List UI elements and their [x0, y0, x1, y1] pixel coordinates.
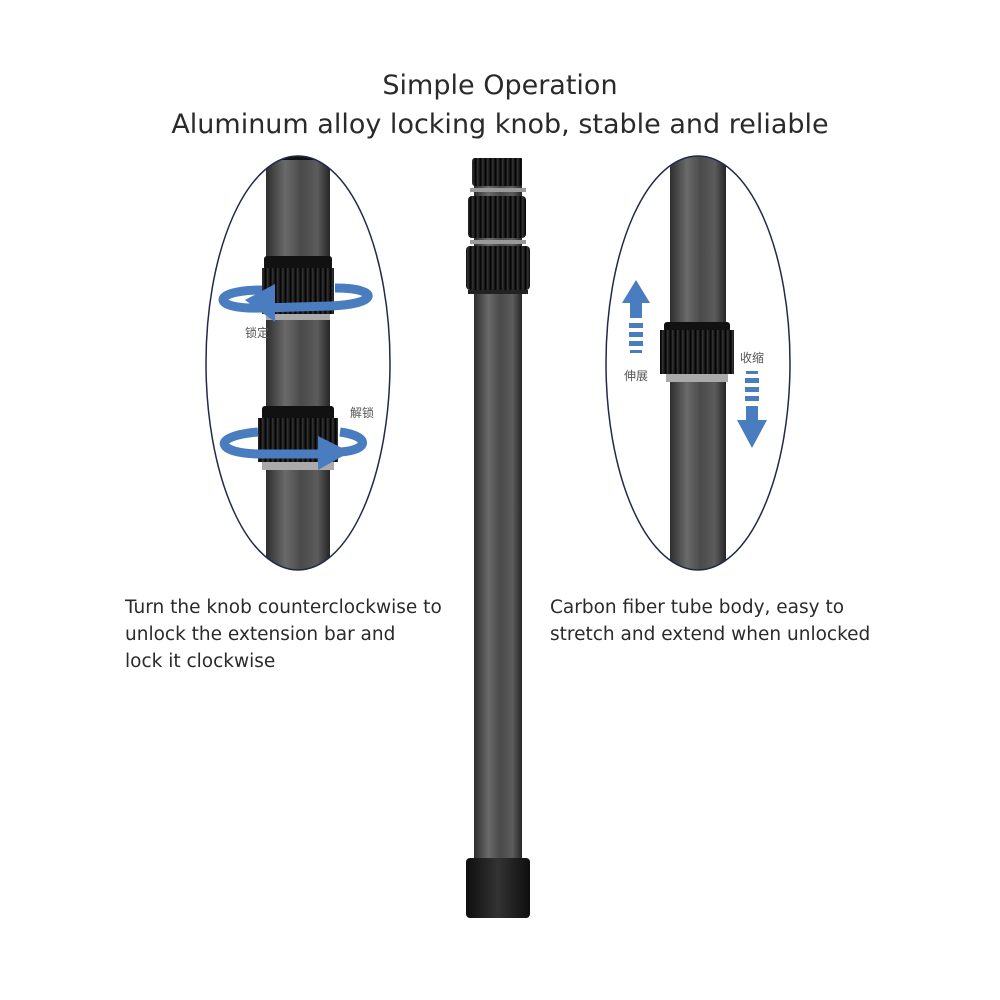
extend-label: 伸展 [624, 369, 648, 383]
retract-down-arrow-icon [737, 371, 767, 448]
extend-up-arrow-icon [622, 280, 650, 353]
left-caption: Turn the knob counterclockwise to unlock… [125, 594, 442, 675]
caption-line: Turn the knob counterclockwise to [125, 597, 442, 618]
center-pole [466, 158, 530, 918]
caption-line: stretch and extend when unlocked [550, 624, 871, 645]
caption-line: lock it clockwise [125, 651, 276, 672]
rotate-clockwise-arrow-icon [219, 427, 367, 470]
right-detail-oval: 伸展 收缩 [605, 155, 791, 571]
lock-label: 锁定 [245, 325, 269, 340]
left-detail-oval: 锁定 解锁 [205, 155, 391, 571]
rotate-counterclockwise-arrow-icon [218, 283, 373, 322]
page-subtitle: Aluminum alloy locking knob, stable and … [171, 109, 829, 140]
caption-line: unlock the extension bar and [125, 624, 396, 645]
retract-label: 收缩 [740, 350, 764, 365]
right-caption: Carbon fiber tube body, easy to stretch … [550, 594, 870, 648]
unlock-label: 解锁 [350, 405, 374, 420]
caption-line: Carbon fiber tube body, easy to [550, 597, 845, 618]
page-title: Simple Operation [382, 70, 618, 101]
